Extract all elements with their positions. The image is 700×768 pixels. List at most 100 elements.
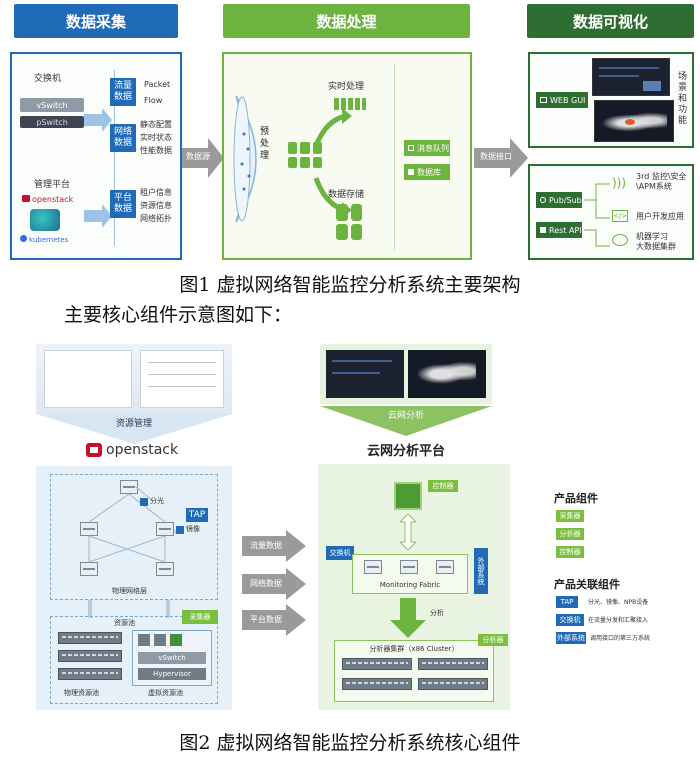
dashboard-thumb-1 [592, 58, 670, 96]
dashboard-thumb-2 [594, 100, 674, 142]
physical-net-label: 物理网络层 [112, 587, 147, 595]
database-icon [408, 169, 414, 175]
packet-label: Packet [144, 80, 171, 89]
arrow-data-api [474, 138, 528, 178]
resource-screenshots [36, 344, 232, 414]
caption-1: 图1 虚拟网络智能监控分析系统主要架构 [179, 274, 521, 296]
analysis-label: 分析 [430, 609, 444, 617]
vswitch-label: vSwitch [36, 100, 68, 110]
realtime-label: 实时处理 [328, 82, 365, 92]
splitter-icon [140, 498, 148, 506]
cluster-box [334, 640, 494, 702]
visual-connectors [584, 183, 610, 247]
server-2 [58, 650, 122, 662]
mirror-icon [176, 526, 184, 534]
controller-link [400, 514, 416, 550]
process-divider [394, 64, 395, 250]
cluster-server-3 [342, 678, 412, 690]
openstack-icon [86, 443, 102, 457]
header-collect: 数据采集 [14, 4, 178, 38]
visual-panel-bottom: Pub/Sub Rest API ))) 3rd 监控\安全 \APM系统 </… [528, 164, 694, 260]
header-visual: 数据可视化 [527, 4, 694, 38]
caption-2: 图2 虚拟网络智能监控分析系统核心组件 [179, 732, 521, 754]
collect-arrows [84, 108, 112, 228]
resource-pool-box [50, 616, 218, 704]
api-icon [540, 227, 546, 233]
scenes-label: 场 景 和 功 能 [678, 72, 688, 126]
user-app-label: 用户开发应用 [636, 212, 684, 221]
vswitch-bar: vSwitch [138, 652, 206, 664]
resource-pool-label: 资源池 [114, 619, 135, 627]
controller-badge: 控制器 [428, 480, 458, 492]
switch-label: 交换机 [34, 74, 62, 84]
collect-panel: 交换机 vSwitch pSwitch 管理平台 openstack kuber… [10, 52, 182, 260]
code-icon: </> [612, 210, 628, 222]
vm-icon-2 [154, 634, 166, 646]
platform-label: 管理平台 [34, 180, 71, 190]
legend-rel-ext-desc: 调用接口的第三方系统 [590, 635, 651, 642]
vm-icon-1 [138, 634, 150, 646]
net-node-mid-right [156, 522, 174, 536]
openstack-logo-small: openstack [22, 195, 73, 204]
resource-mgmt-label: 资源管理 [115, 419, 152, 429]
net-node-bottom-right [156, 562, 174, 576]
flow-data-box: 流量 数据 [110, 78, 136, 106]
ext-interface-badge: 外部系统 [474, 548, 488, 594]
kubernetes-logo-small: kubernetes [20, 235, 68, 244]
pswitch-device: pSwitch [20, 116, 84, 128]
cloud-analysis-label: 云网分析 [387, 411, 424, 421]
preprocess-funnel [233, 95, 257, 223]
preprocess-label: 预 处 理 [260, 127, 270, 161]
tap-badge: TAP [186, 508, 208, 522]
arrow-data-source [182, 138, 224, 178]
user-info-label: 租户信息 [140, 188, 172, 197]
right-diagram: 控制器 交换机 Monitoring Fabric 外部系统 分析 分析器集群（… [318, 464, 510, 710]
controller-cube [394, 482, 422, 510]
collector-icon [170, 634, 182, 646]
perf-data-label: 性能数据 [140, 146, 172, 155]
fabric-node-3 [436, 560, 454, 574]
arrow-data-source-label: 数据源 [186, 152, 210, 161]
wifi-icon: ))) [612, 176, 627, 190]
platform-data-box: 平台 数据 [110, 190, 136, 218]
third-party-label: 3rd 监控\安全 \APM系统 [636, 172, 687, 191]
figure-1: 数据采集 数据处理 数据可视化 交换机 vSwitch pSwitch 管理平台… [0, 0, 700, 262]
openstack-logo: openstack [86, 442, 178, 458]
cluster-server-4 [418, 678, 488, 690]
static-config-label: 静态配置 [140, 120, 172, 129]
mid-arrows [242, 530, 306, 636]
net-links [88, 486, 177, 563]
net-node-bottom-left [80, 562, 98, 576]
monitor-icon [540, 97, 547, 103]
resource-info-label: 资源信息 [140, 201, 172, 210]
legend-rel-tap: TAP [556, 596, 578, 608]
vswitch-device: vSwitch [20, 98, 84, 112]
visual-panel-top: WEB GUI 场 景 和 功 能 [528, 52, 694, 148]
monitoring-fabric-label: Monitoring Fabric [379, 581, 441, 589]
pool-link-left [88, 600, 92, 618]
storage-label: 数据存储 [328, 190, 365, 200]
fabric-node-1 [364, 560, 382, 574]
intro-text: 主要核心组件示意图如下： [64, 304, 293, 326]
cluster-server-2 [418, 658, 488, 670]
mid-arrow-platform-label: 平台数据 [250, 615, 282, 624]
database-box: 数据库 [404, 164, 450, 180]
mid-arrow-network-label: 网络数据 [250, 579, 282, 588]
platform-title: 云网分析平台 [366, 444, 445, 459]
fabric-node-2 [400, 560, 418, 574]
msg-queue-box: 消息队列 [404, 140, 450, 156]
legend-rel-ext: 外部系统 [556, 632, 586, 644]
analysis-screenshots [320, 344, 492, 404]
cluster-icon [612, 234, 628, 246]
left-diagram: 分光 TAP 镜像 物理网络层 资源池 物理资源池 采集器 vSwitch Hy… [36, 466, 232, 710]
topology-label: 网络拓扑 [140, 214, 172, 223]
cluster-label: 分析器集群（x86 Cluster） [369, 645, 459, 653]
process-panel: 预 处 理 实时处理 数据存储 消息队列 数据库 [222, 52, 472, 260]
net-node-top [120, 480, 138, 494]
ml-label: 机器学习 大数据集群 [636, 232, 676, 251]
analyzer-badge: 分析器 [478, 634, 508, 646]
queue-icon [408, 145, 414, 151]
physical-net-box [50, 474, 218, 600]
pool-link-right [166, 600, 170, 618]
collector-badge: 采集器 [182, 610, 218, 624]
